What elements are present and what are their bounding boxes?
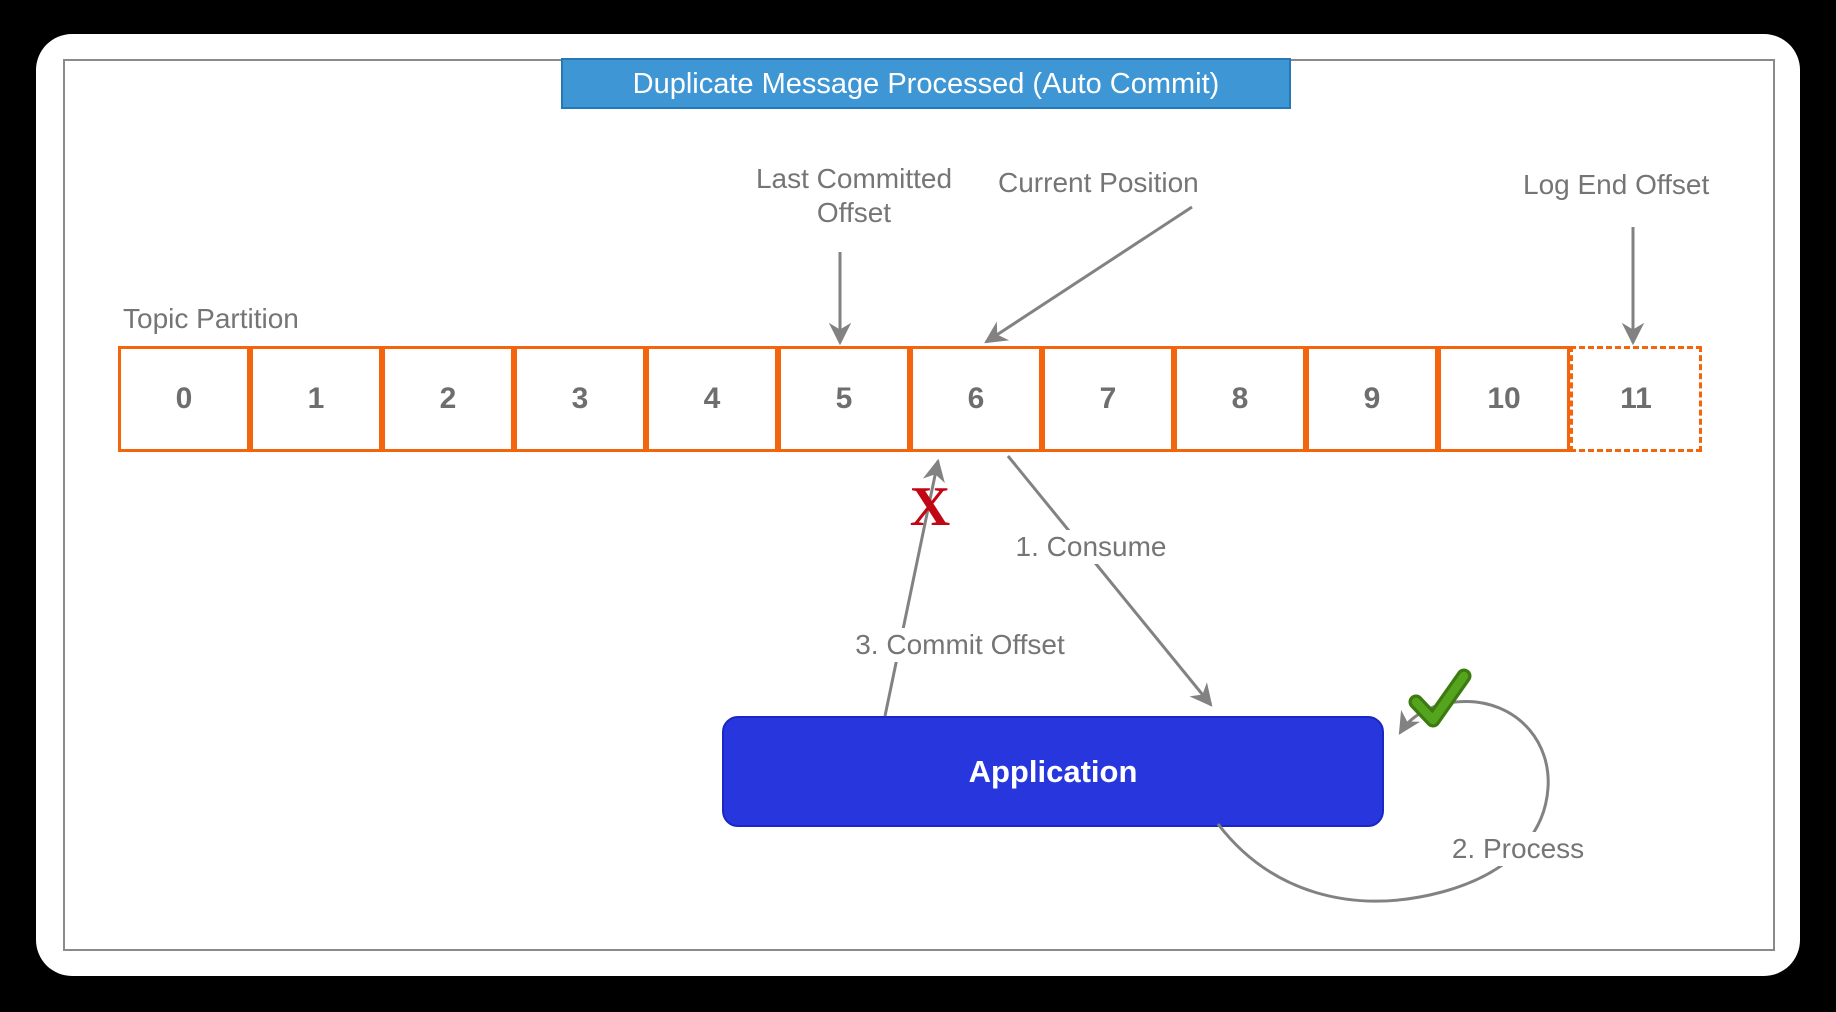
commit-offset-step-label: 3. Commit Offset [849, 628, 1071, 662]
topic-partition-row: 0 1 2 3 4 5 6 7 8 9 10 11 [118, 346, 1702, 452]
partition-cell-5: 5 [778, 346, 910, 452]
application-label: Application [968, 753, 1138, 789]
partition-cell-4: 4 [646, 346, 778, 452]
application-node: Application [722, 716, 1384, 827]
partition-cell-10: 10 [1438, 346, 1570, 452]
process-step-label: 2. Process [1445, 832, 1591, 866]
partition-cell-9: 9 [1306, 346, 1438, 452]
error-x-icon: X [909, 476, 951, 538]
log-end-offset-label: Log End Offset [1523, 169, 1710, 200]
current-position-label: Current Position [998, 167, 1199, 198]
last-committed-offset-label: Last Committed Offset [755, 163, 953, 228]
topic-partition-label: Topic Partition [123, 303, 299, 334]
partition-cell-1: 1 [250, 346, 382, 452]
consume-step-label: 1. Consume [1009, 530, 1173, 564]
partition-cell-6: 6 [910, 346, 1042, 452]
partition-cell-7: 7 [1042, 346, 1174, 452]
partition-cell-11-log-end: 11 [1570, 346, 1702, 452]
partition-cell-2: 2 [382, 346, 514, 452]
diagram-title: Duplicate Message Processed (Auto Commit… [561, 58, 1291, 109]
partition-cell-0: 0 [118, 346, 250, 452]
partition-cell-8: 8 [1174, 346, 1306, 452]
partition-cell-3: 3 [514, 346, 646, 452]
